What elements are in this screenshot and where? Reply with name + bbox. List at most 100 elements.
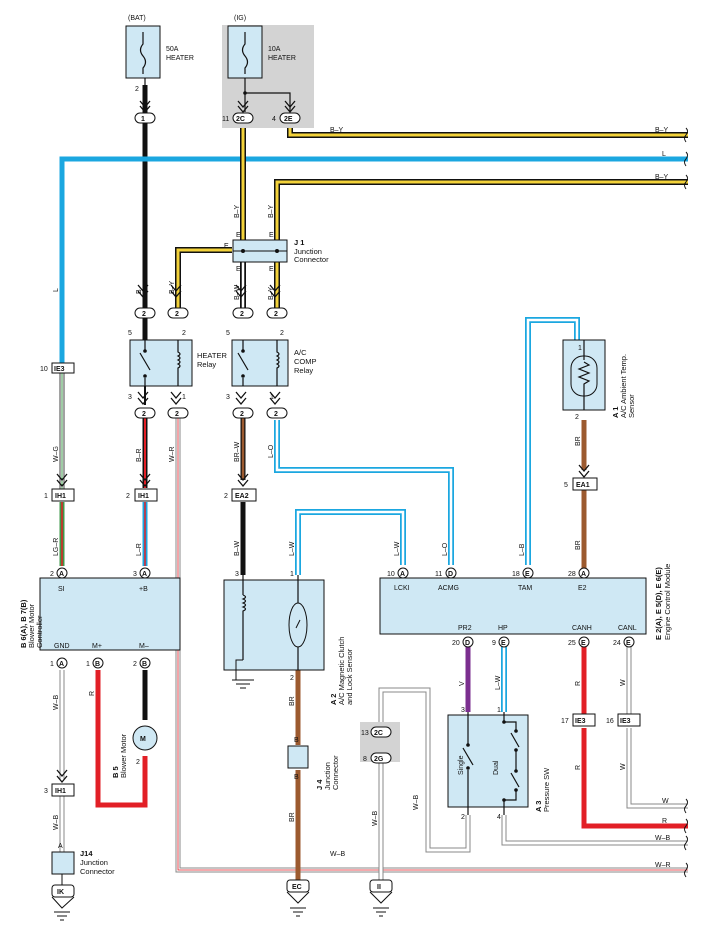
fuse-50a-name: HEATER (166, 55, 194, 62)
j14-name2: Connector (80, 867, 115, 876)
pin-hr-5: 5 (128, 330, 132, 337)
svg-text:L–O: L–O (268, 444, 275, 458)
svg-text:B–W: B–W (234, 540, 241, 556)
svg-text:3: 3 (133, 571, 137, 578)
svg-text:II: II (377, 884, 381, 891)
svg-text:W: W (620, 763, 627, 770)
svg-text:A: A (59, 661, 64, 668)
ecm-hp: HP (498, 625, 508, 632)
svg-text:2: 2 (274, 311, 278, 318)
svg-text:B–Y: B–Y (655, 127, 669, 134)
b5-id: B 5 (111, 766, 120, 778)
svg-text:B: B (294, 774, 299, 781)
svg-text:3: 3 (461, 707, 465, 714)
svg-text:2: 2 (142, 411, 146, 418)
wire-wb-right-in (502, 815, 688, 845)
svg-text:B–Y: B–Y (268, 204, 275, 218)
svg-text:2: 2 (142, 311, 146, 318)
ig-label: (IG) (234, 15, 246, 22)
svg-text:18: 18 (512, 571, 520, 578)
heater-relay (129, 339, 193, 387)
chevrons (56, 100, 590, 784)
svg-text:BR: BR (575, 436, 582, 446)
svg-text:EA2: EA2 (235, 493, 249, 500)
connector-ie3-left: IE3 (51, 362, 75, 374)
j14-id: J14 (80, 849, 93, 858)
svg-text:D: D (465, 640, 470, 647)
svg-text:IH1: IH1 (55, 788, 66, 795)
svg-text:2: 2 (175, 411, 179, 418)
connector-ih1-2: IH1 (134, 488, 158, 502)
svg-text:25: 25 (568, 640, 576, 647)
svg-text:2: 2 (240, 411, 244, 418)
svg-text:B: B (136, 289, 143, 294)
b6-id: B 6(A), B 7(B) (19, 599, 28, 648)
pin-hr-3: 3 (128, 394, 132, 401)
wire-labels-vertical: B–Y B–Y B–W B–Y B B–Y L W–G B–R W–R BR–W… (53, 204, 627, 830)
svg-text:8: 8 (363, 756, 367, 763)
svg-text:1: 1 (497, 707, 501, 714)
wire-by-2 (274, 179, 688, 245)
connector-2e: 2E (279, 112, 301, 124)
wire-by-heater (175, 247, 232, 308)
wire-lw-a2-in (296, 510, 405, 575)
svg-text:L–W: L–W (394, 541, 401, 556)
j1-pin-e-3: E (224, 243, 229, 250)
svg-text:BR: BR (575, 540, 582, 550)
b6-gnd: GND (54, 643, 70, 650)
svg-text:BR: BR (289, 696, 296, 706)
wire-lo (274, 420, 454, 565)
svg-text:2: 2 (50, 571, 54, 578)
b6-name: Blower Motor (27, 603, 36, 648)
fuse-50a-rating: 50A (166, 46, 179, 53)
svg-text:W–B: W–B (330, 851, 346, 858)
svg-text:IK: IK (57, 889, 64, 896)
svg-text:B: B (95, 661, 100, 668)
j1-pin-e-5: E (269, 266, 274, 273)
a3-id: A 3 (534, 801, 543, 812)
fuse-10a-name: HEATER (268, 55, 296, 62)
connector-2c: 2C (232, 112, 254, 124)
svg-text:1: 1 (578, 345, 582, 352)
pin-4-ig: 4 (272, 116, 276, 123)
svg-text:IH1: IH1 (138, 493, 149, 500)
heater-relay-name2: Relay (197, 360, 216, 369)
svg-text:A: A (400, 571, 405, 578)
junction-connector-j14 (51, 851, 75, 875)
connector-ac-relay-2: 2 (266, 307, 288, 319)
fuse-50a-pin: 2 (135, 86, 139, 93)
svg-text:L: L (662, 151, 666, 158)
svg-text:W–R: W–R (655, 862, 671, 869)
svg-text:E: E (626, 640, 631, 647)
wire-by-2-in (275, 180, 688, 245)
svg-text:A: A (58, 843, 63, 850)
svg-text:L: L (53, 288, 60, 292)
connector-ea2: EA2 (231, 488, 257, 502)
engine-control-module (379, 577, 647, 635)
wire-wb-loop-in (379, 688, 470, 852)
connector-heater-relay-3: 2 (134, 407, 156, 419)
svg-text:2: 2 (290, 675, 294, 682)
svg-text:EA1: EA1 (576, 482, 590, 489)
svg-text:L–W: L–W (495, 675, 502, 690)
svg-text:L–R: L–R (136, 543, 143, 556)
ecm-canh: CANH (572, 625, 592, 632)
pin-ih1-3: 3 (44, 788, 48, 795)
j4-id: J 4 (315, 779, 324, 790)
svg-text:W–B: W–B (372, 811, 379, 827)
svg-text:BR: BR (289, 812, 296, 822)
svg-text:L–O: L–O (442, 542, 449, 556)
svg-text:E: E (501, 640, 506, 647)
pressure-switch (447, 712, 529, 815)
blower-motor-controller (39, 577, 181, 651)
svg-text:2: 2 (175, 311, 179, 318)
svg-text:10: 10 (387, 571, 395, 578)
connector-heater-relay-5: 2 (134, 307, 156, 319)
svg-text:BR–W: BR–W (234, 441, 241, 462)
svg-text:B–Y: B–Y (234, 204, 241, 218)
svg-text:EC: EC (292, 884, 302, 891)
pin-11-ig: 11 (222, 116, 229, 123)
svg-text:2: 2 (136, 759, 140, 766)
svg-text:B–Y: B–Y (655, 174, 669, 181)
